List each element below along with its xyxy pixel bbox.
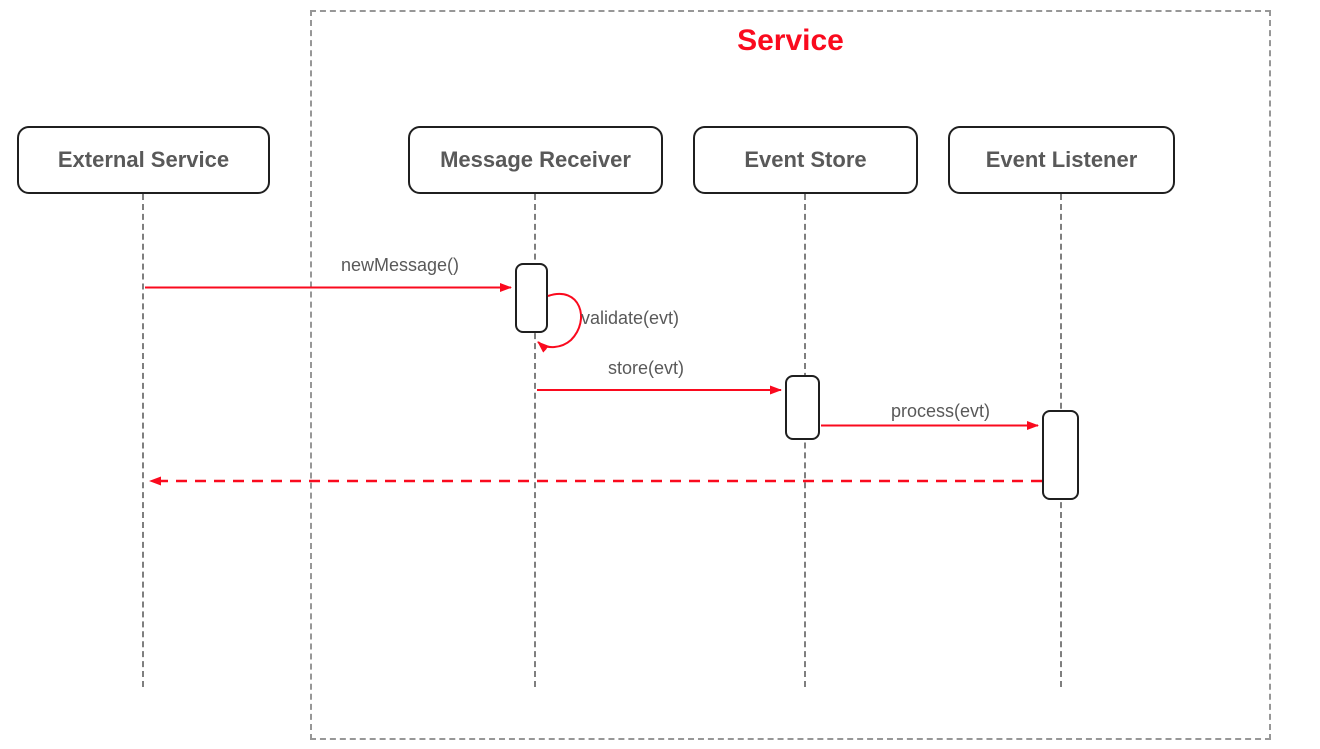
message-label-store: store(evt) (608, 358, 685, 378)
participant-label: Message Receiver (440, 147, 631, 172)
lifeline-message-receiver (534, 194, 536, 687)
activation-message-receiver (515, 263, 548, 333)
service-boundary-frame: Service (310, 10, 1271, 740)
participant-event-listener: Event Listener (948, 126, 1175, 194)
activation-event-store (785, 375, 820, 440)
service-boundary-title: Service (737, 24, 844, 57)
message-label-process: process(evt) (891, 401, 991, 421)
message-label-validate: validate(evt) (581, 308, 680, 328)
participant-external-service: External Service (17, 126, 270, 194)
participant-event-store: Event Store (693, 126, 918, 194)
participant-label: Event Listener (985, 147, 1138, 172)
message-label-newmessage: newMessage() (341, 255, 460, 275)
participant-message-receiver: Message Receiver (408, 126, 663, 194)
lifeline-event-store (804, 194, 806, 687)
activation-event-listener (1042, 410, 1079, 500)
participant-label: External Service (57, 147, 230, 172)
lifeline-external-service (142, 194, 144, 687)
participant-label: Event Store (744, 147, 867, 172)
